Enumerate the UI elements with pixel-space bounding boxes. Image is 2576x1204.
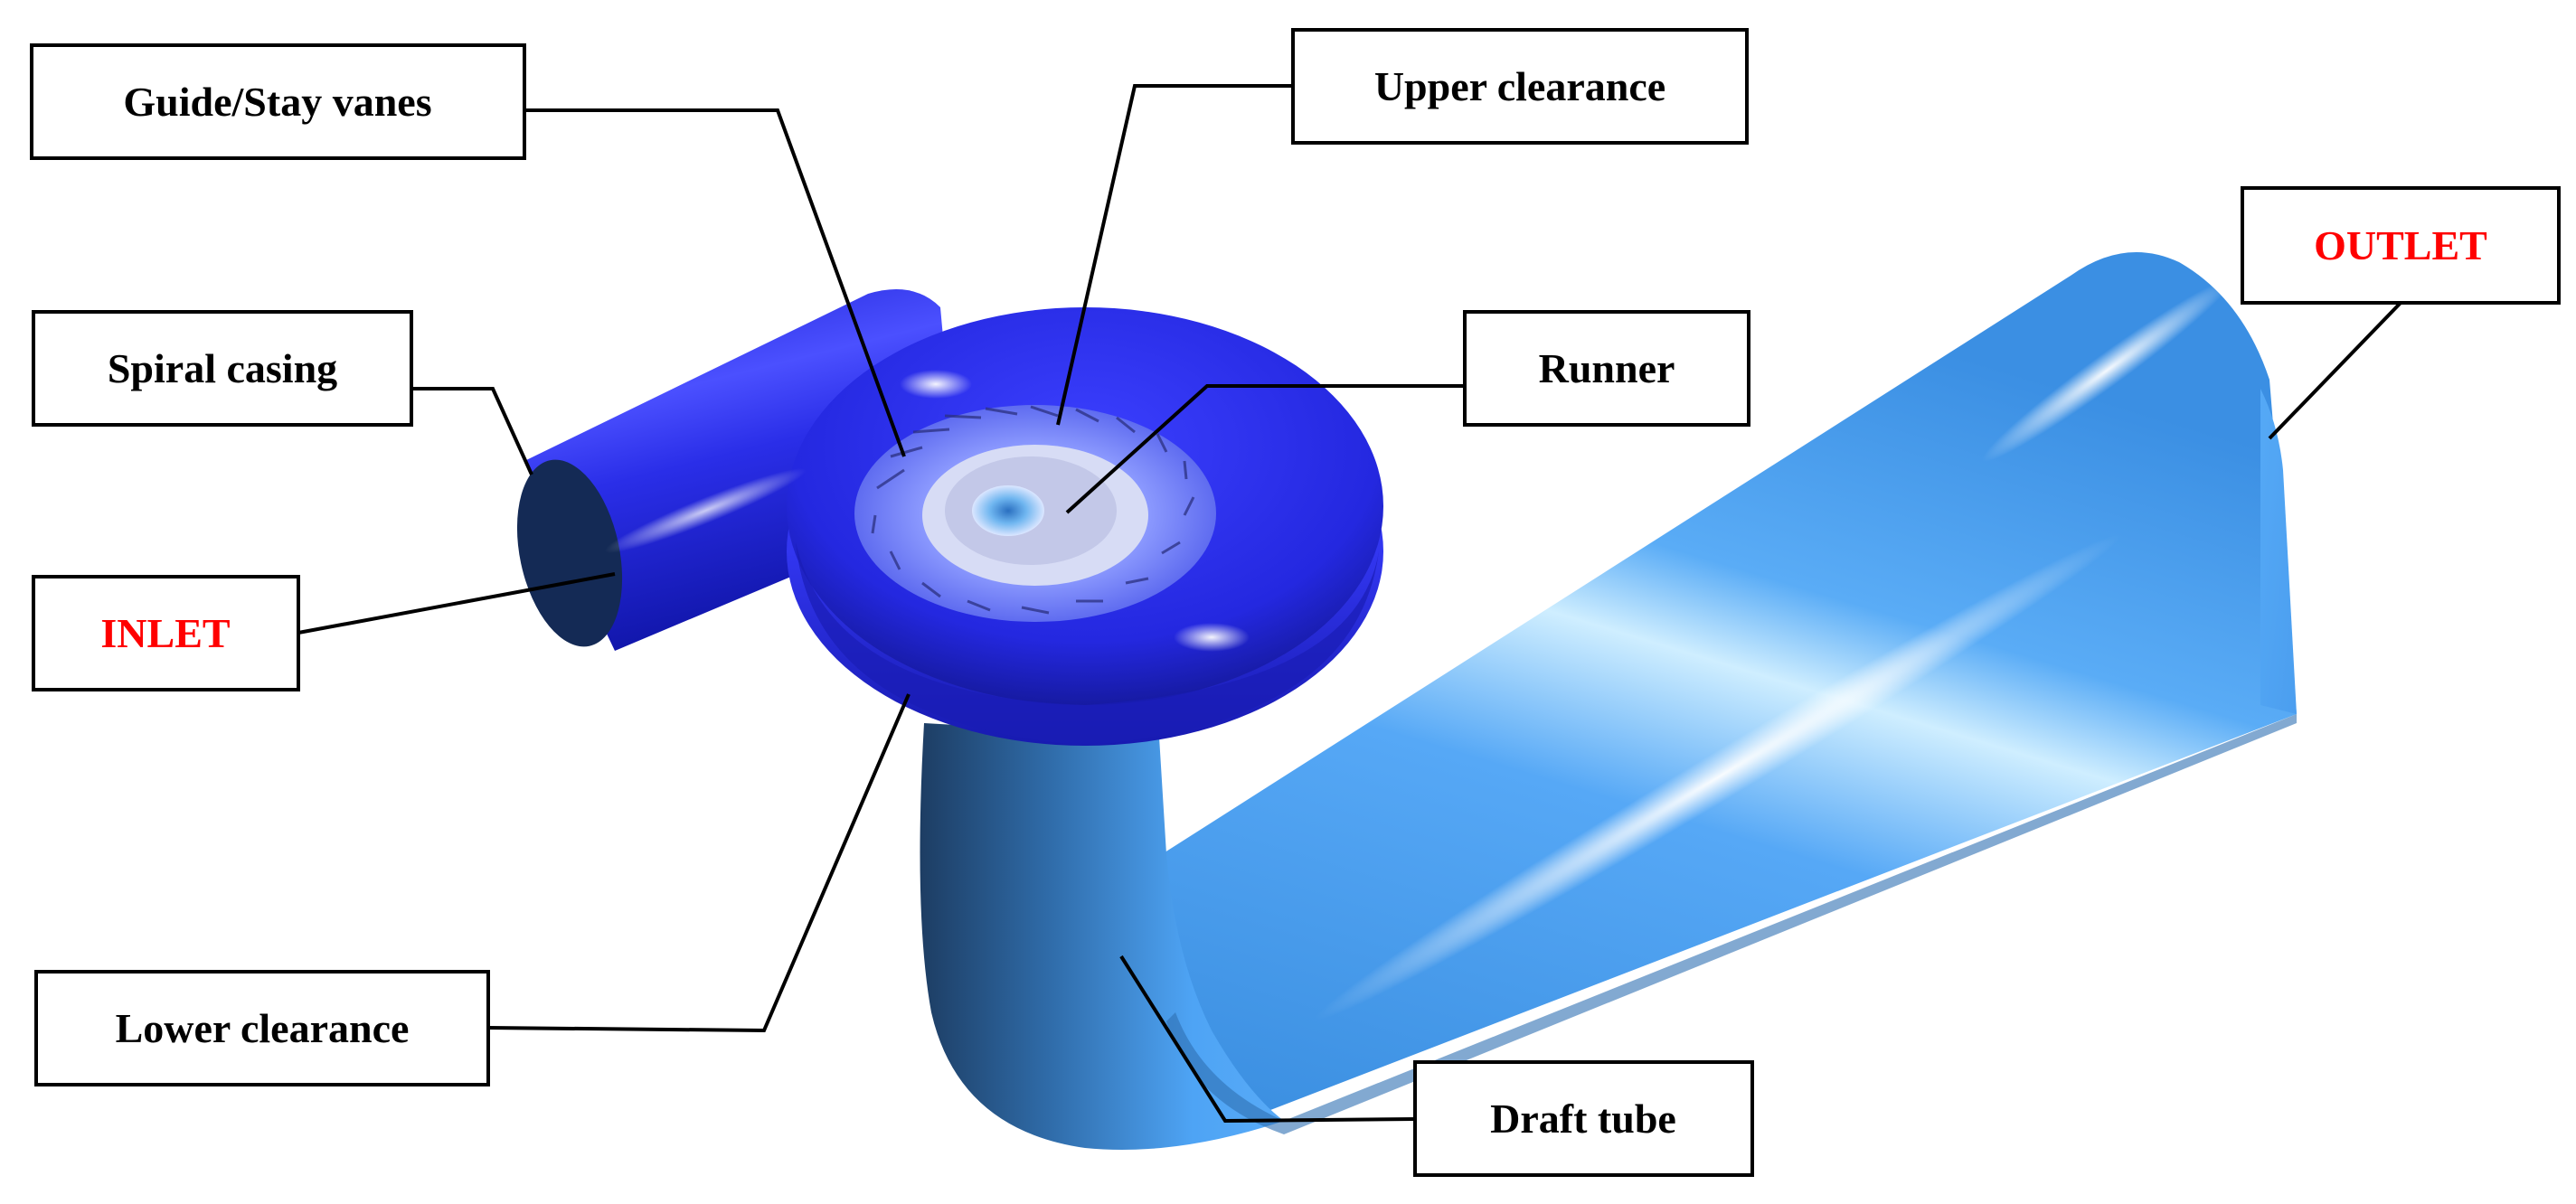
- label-upper-clearance: Upper clearance: [1291, 28, 1749, 145]
- draft-tube-diffuser: [1162, 251, 2297, 1112]
- label-inlet-text: INLET: [100, 610, 230, 656]
- label-outlet: OUTLET: [2241, 186, 2561, 305]
- draft-tube: [920, 251, 2297, 1150]
- label-lower-clearance: Lower clearance: [34, 970, 490, 1086]
- spiral-casing: [516, 289, 1383, 746]
- inlet-face: [516, 459, 623, 647]
- inlet-pipe: [524, 289, 958, 651]
- label-upper-clearance-text: Upper clearance: [1374, 63, 1665, 109]
- label-runner: Runner: [1463, 310, 1750, 427]
- label-draft-tube-text: Draft tube: [1490, 1096, 1676, 1142]
- draft-tube-outlet-face: [2260, 389, 2297, 714]
- vane-blades: [871, 405, 1195, 615]
- label-lower-clearance-text: Lower clearance: [116, 1005, 410, 1051]
- leader-draft-tube: [1119, 955, 1416, 1124]
- draft-tube-elbow: [920, 723, 1284, 1150]
- leader-runner: [1065, 384, 1465, 514]
- label-guide-stay-vanes: Guide/Stay vanes: [30, 43, 526, 160]
- leader-inlet: [297, 572, 616, 635]
- leader-outlet: [2268, 301, 2402, 440]
- label-runner-text: Runner: [1539, 345, 1675, 391]
- leader-lines: [297, 84, 2402, 1124]
- leader-upper-clearance: [1056, 84, 1293, 426]
- label-outlet-text: OUTLET: [2314, 222, 2487, 268]
- leader-lower-clearance: [487, 693, 911, 1033]
- runner: [972, 485, 1044, 536]
- label-spiral-casing-text: Spiral casing: [108, 345, 337, 391]
- label-guide-stay-vanes-text: Guide/Stay vanes: [123, 79, 431, 125]
- label-spiral-casing: Spiral casing: [32, 310, 413, 427]
- leader-guide-stay-vanes: [524, 108, 906, 457]
- leader-spiral-casing: [411, 387, 533, 475]
- label-inlet: INLET: [32, 575, 300, 691]
- label-draft-tube: Draft tube: [1413, 1060, 1754, 1177]
